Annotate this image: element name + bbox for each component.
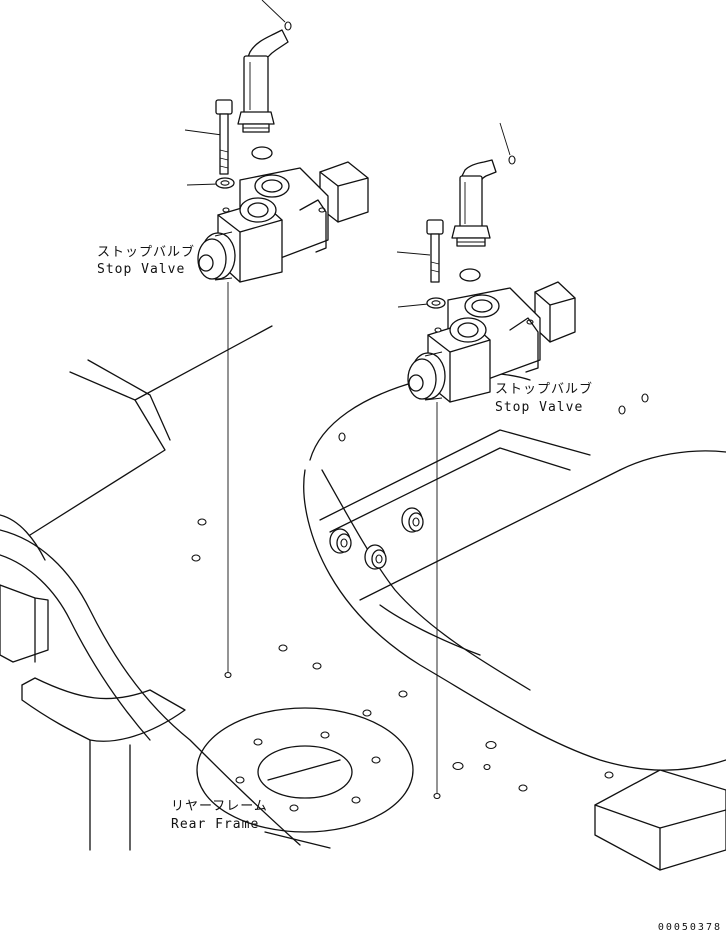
stop-valve-left-en-label: Stop Valve [97, 262, 185, 277]
valve-body-right [407, 281, 576, 403]
frame-bosses [329, 507, 424, 570]
rear-frame [0, 325, 726, 871]
rear-frame-jp-label: リヤーフレーム [171, 799, 268, 814]
drawing-code: 00050378 [658, 922, 722, 933]
elbow-fitting-left [237, 29, 289, 133]
stop-valve-right-en-label: Stop Valve [495, 400, 583, 415]
bolt-left [184, 99, 233, 175]
stop-valve-left-jp-label: ストップバルブ [97, 244, 195, 260]
stop-valve-assembly-right [396, 122, 576, 800]
ring-bolt-holes [235, 731, 381, 812]
rear-frame-en-label: Rear Frame [171, 817, 259, 832]
bolt-right [396, 219, 444, 283]
stop-valve-right-jp-label: ストップバルブ [495, 381, 593, 397]
stop-valve-assembly-left [184, 0, 369, 679]
frame-holes [191, 393, 649, 792]
valve-body-left [197, 161, 369, 283]
elbow-fitting-right [451, 159, 497, 247]
